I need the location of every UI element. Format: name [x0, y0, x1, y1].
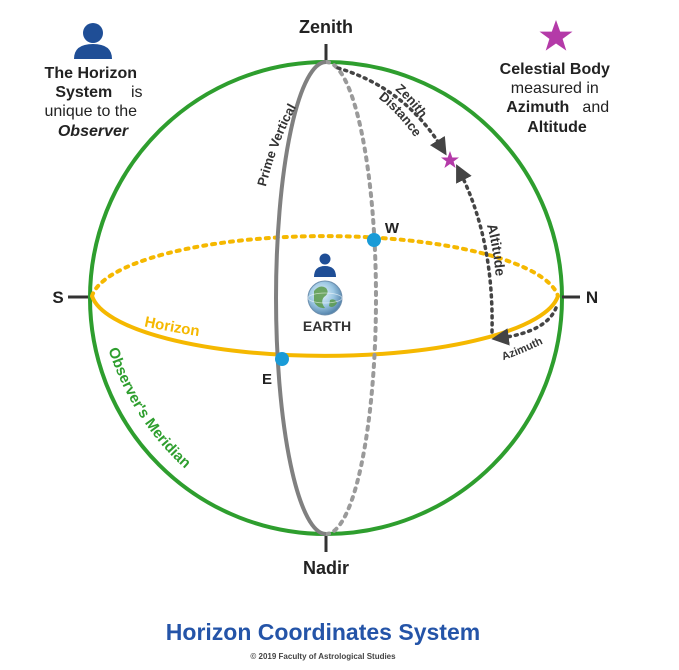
left-note-line3: unique to the: [45, 103, 138, 120]
right-note-line3-bold: Azimuth: [506, 99, 569, 116]
left-note-line2-bold: System: [55, 84, 112, 101]
right-note-line4: Altitude: [527, 119, 587, 136]
earth-label: EARTH: [303, 318, 351, 334]
zenith-label: Zenith: [299, 17, 353, 37]
south-label: S: [52, 288, 63, 307]
east-point: [275, 352, 289, 366]
footer-title: Horizon Coordinates System: [166, 619, 480, 645]
left-note-line4: Observer: [58, 123, 129, 140]
right-note-line3-rest: and: [582, 99, 609, 116]
left-note-line2-rest: is: [131, 84, 143, 101]
right-note-line2: measured in: [511, 80, 599, 97]
azimuth-arrow: [491, 306, 558, 346]
horizon-front: [90, 295, 560, 358]
prime-vertical-front: [274, 60, 327, 536]
earth-globe-icon: [307, 280, 343, 316]
left-note: The Horizon System is unique to the Obse…: [45, 65, 148, 140]
right-note: Celestial Body measured in Azimuth and A…: [500, 61, 615, 136]
prime-vertical-label: Prime Vertical: [254, 101, 299, 188]
west-point: [367, 233, 381, 247]
footer-copyright: © 2019 Faculty of Astrological Studies: [250, 652, 396, 661]
left-observer-icon: [74, 23, 112, 59]
azimuth-label: Azimuth: [500, 335, 545, 363]
zenith-distance-arrow: [336, 66, 447, 156]
right-star-icon: [539, 20, 573, 51]
altitude-arrow: [456, 164, 494, 334]
north-label: N: [586, 288, 598, 307]
celestial-body-star-icon: [441, 151, 459, 168]
prime-vertical-back-dotted: [324, 60, 378, 536]
west-label: W: [385, 220, 400, 237]
observer-icon: [314, 253, 336, 277]
horizon-back-dotted: [90, 234, 560, 298]
nadir-label: Nadir: [303, 558, 349, 578]
east-label: E: [262, 371, 272, 388]
right-note-line1: Celestial Body: [500, 61, 610, 78]
left-note-line1: The Horizon: [45, 65, 137, 82]
